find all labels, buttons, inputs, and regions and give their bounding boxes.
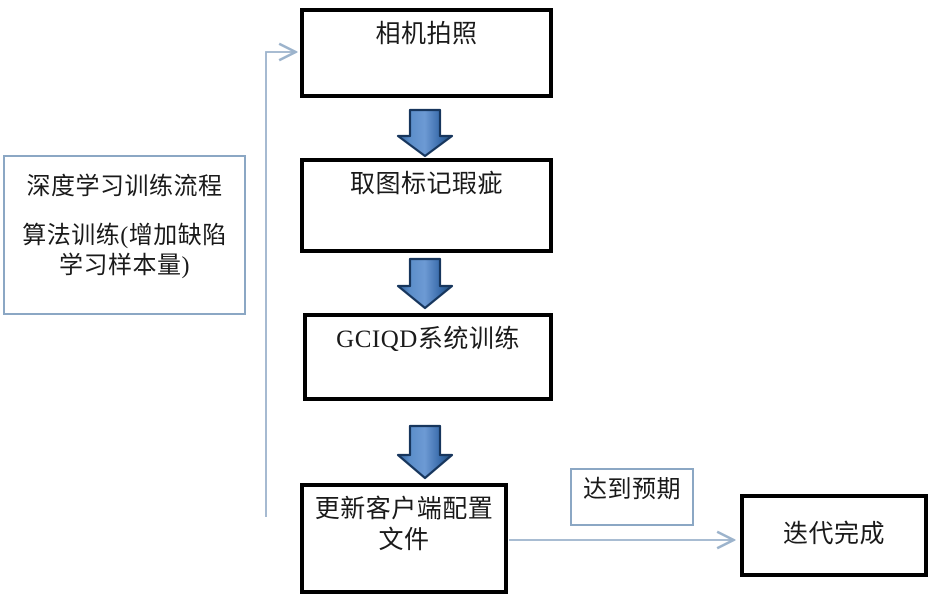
callout-training-flow-line-1: 深度学习训练流程	[26, 174, 223, 200]
arrow-annotate-to-train	[396, 257, 454, 310]
node-done[interactable]: 迭代完成	[740, 494, 928, 577]
callout-expectation-met[interactable]: 达到预期	[570, 468, 694, 526]
node-annotate-label: 取图标记瑕疵	[349, 171, 503, 198]
arrow-capture-to-annotate	[396, 108, 454, 158]
arrow-train-to-update	[396, 424, 454, 480]
node-done-label: 迭代完成	[782, 521, 885, 549]
callout-training-flow[interactable]: 深度学习训练流程 算法训练(增加缺陷 学习样本量)	[3, 155, 246, 315]
callout-training-flow-line-2: 算法训练(增加缺陷	[22, 222, 227, 249]
callout-training-flow-spacer	[5, 203, 244, 221]
node-annotate[interactable]: 取图标记瑕疵	[300, 158, 553, 253]
callout-expectation-met-label: 达到预期	[583, 477, 681, 503]
node-capture-label: 相机拍照	[375, 21, 478, 48]
node-capture[interactable]: 相机拍照	[300, 8, 553, 98]
node-train-label: GCIQD系统训练	[336, 326, 520, 353]
connector-feedback-loop	[265, 52, 294, 517]
node-train[interactable]: GCIQD系统训练	[303, 313, 553, 401]
node-update-label: 更新客户端配置 文件	[314, 496, 494, 554]
node-update[interactable]: 更新客户端配置 文件	[300, 483, 508, 594]
callout-training-flow-line-3: 学习样本量)	[59, 253, 190, 280]
